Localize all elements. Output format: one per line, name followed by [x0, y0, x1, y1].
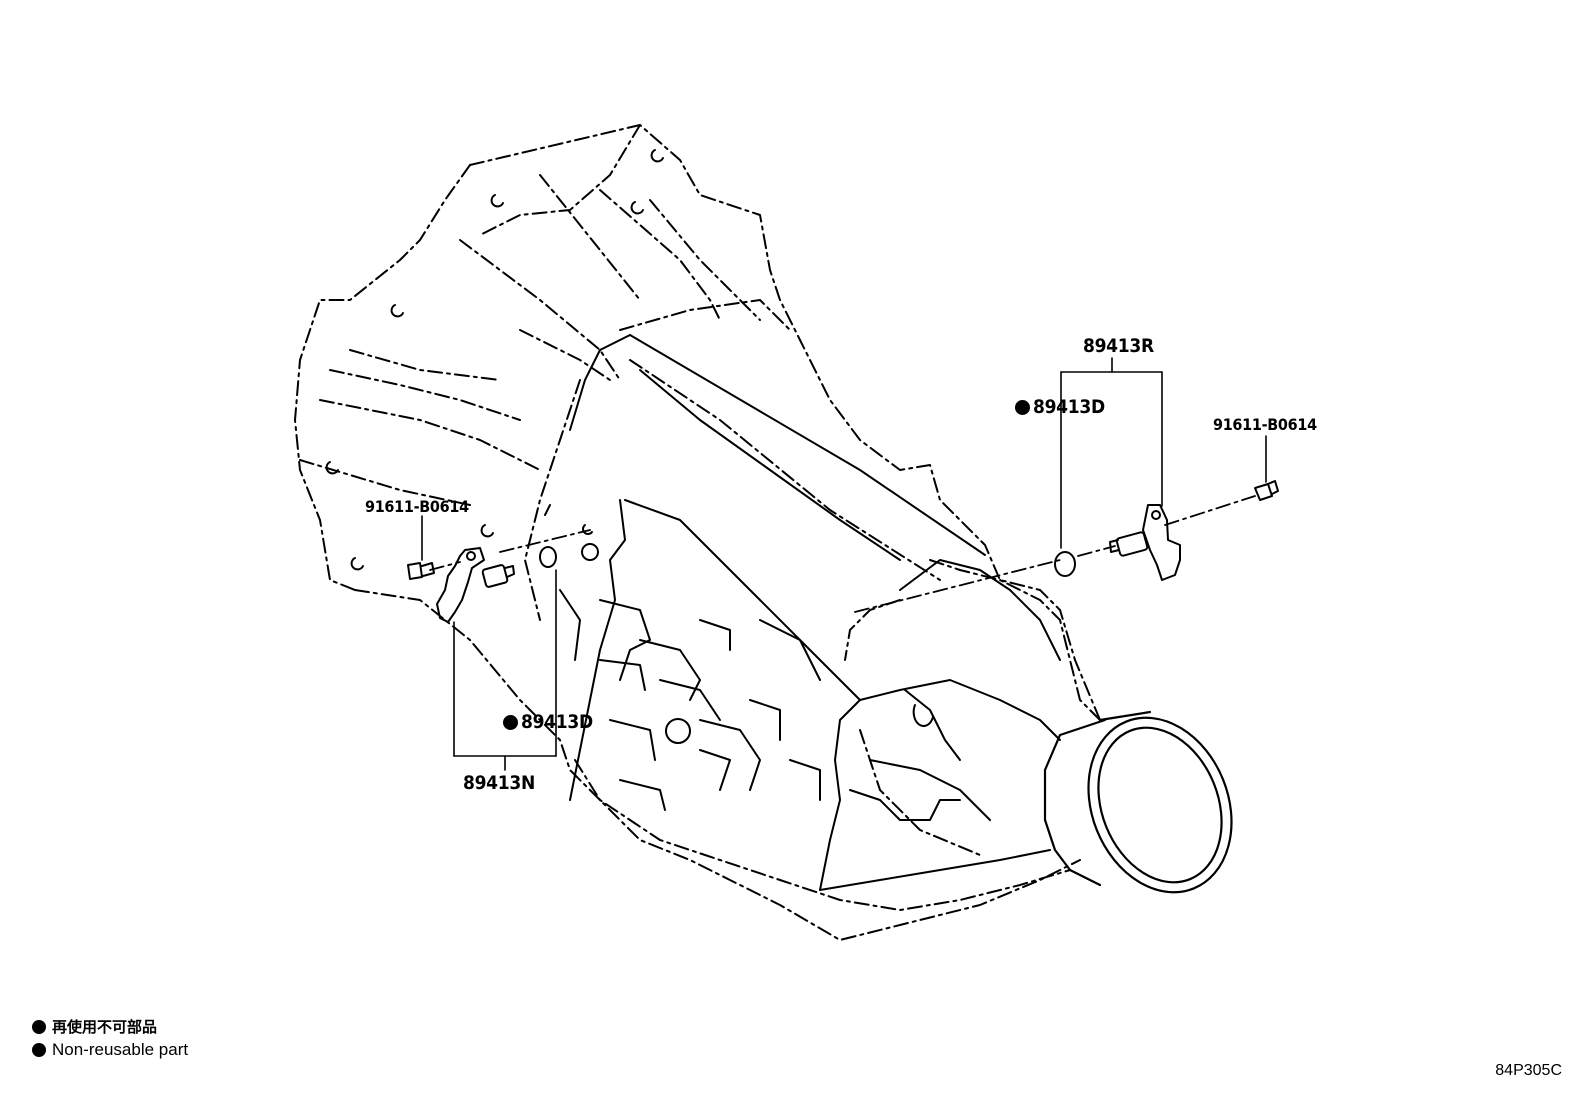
- label-91611-right: 91611-B0614: [1213, 415, 1317, 434]
- legend-dot-icon: [32, 1020, 46, 1034]
- transmission-main-case: [544, 334, 1061, 891]
- sensor-n: [436, 547, 515, 623]
- legend-dot-icon: [32, 1043, 46, 1057]
- sensor-axis-lines: [429, 495, 1256, 613]
- transmission-housing-outline: [294, 124, 1101, 941]
- non-reusable-dot: [503, 715, 518, 730]
- bell-housing-bolt-holes: [325, 149, 664, 571]
- legend-english: Non-reusable part: [32, 1040, 188, 1060]
- legend-japanese: 再使用不可部品: [32, 1016, 157, 1037]
- diagram-code: 84P305C: [1495, 1062, 1562, 1079]
- bell-housing-details: [299, 174, 941, 621]
- bolt-r: [1254, 480, 1279, 501]
- label-89413d-right: 89413D: [1015, 396, 1105, 418]
- non-reusable-dot: [1015, 400, 1030, 415]
- label-91611-left: 91611-B0614: [365, 497, 469, 516]
- label-89413d-left-text: 89413D: [521, 711, 593, 733]
- leader-lines: [421, 357, 1267, 771]
- legend-japanese-text: 再使用不可部品: [52, 1018, 158, 1036]
- gasket-n: [539, 546, 557, 568]
- label-89413d-left: 89413D: [503, 711, 593, 733]
- output-sleeve: [1043, 710, 1233, 894]
- bolt-n: [407, 562, 435, 580]
- legend-english-text: Non-reusable part: [52, 1040, 189, 1059]
- label-89413d-right-text: 89413D: [1033, 396, 1105, 418]
- sensor-r: [1109, 504, 1181, 581]
- extension-housing-outline: [574, 559, 1101, 911]
- label-89413r: 89413R: [1083, 335, 1154, 357]
- gasket-r: [1054, 551, 1076, 577]
- label-89413n: 89413N: [463, 772, 535, 794]
